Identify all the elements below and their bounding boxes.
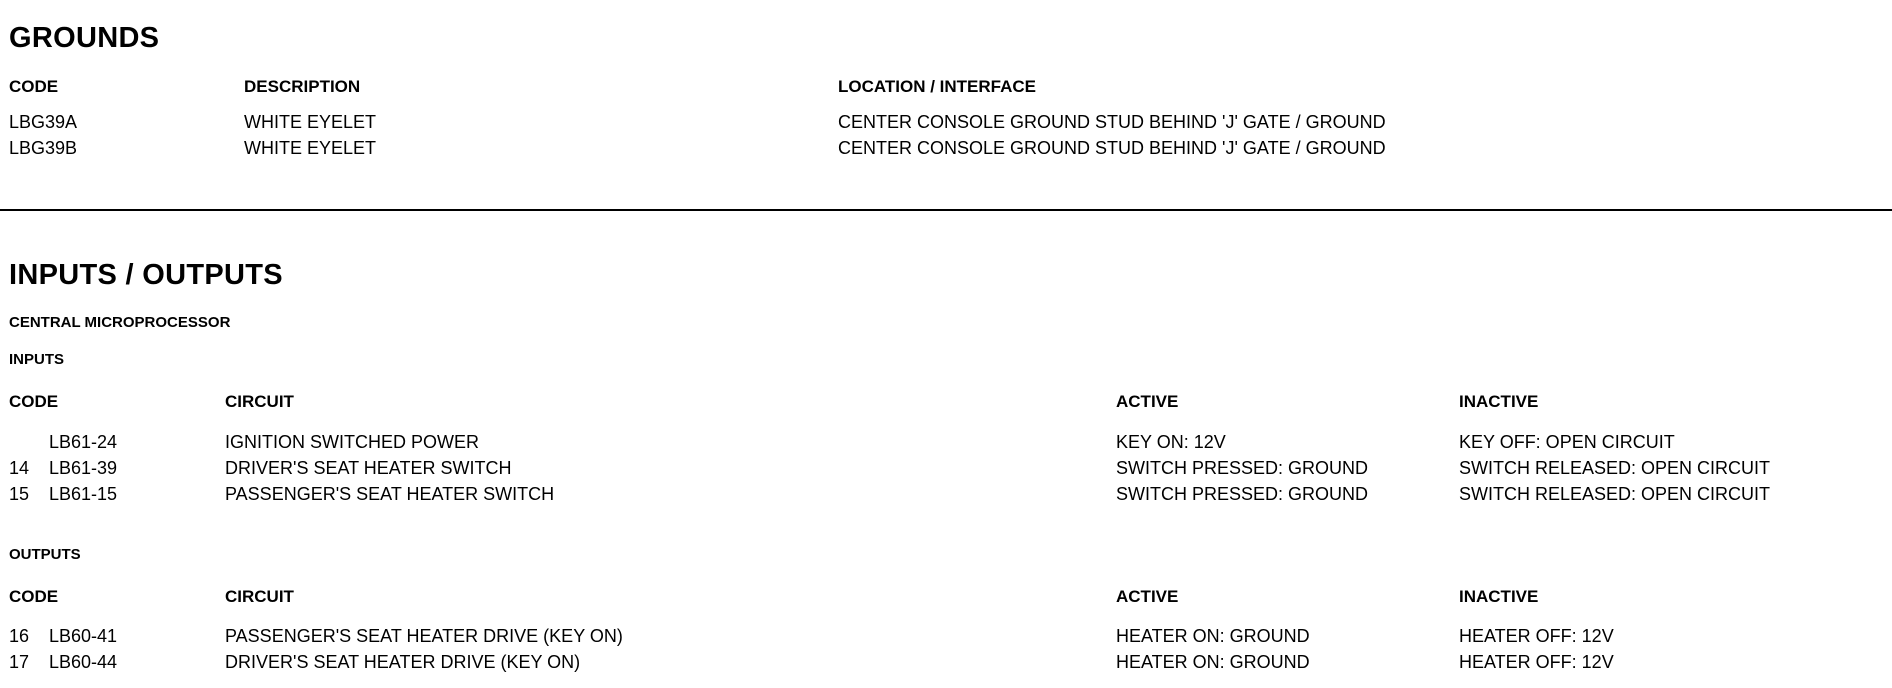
pin-number: 15 — [9, 484, 30, 504]
inputs-header-active: ACTIVE — [1116, 392, 1179, 411]
outputs-header-inactive: INACTIVE — [1459, 587, 1539, 606]
input-circuit: DRIVER'S SEAT HEATER SWITCH — [225, 458, 512, 478]
output-active: HEATER ON: GROUND — [1116, 652, 1310, 672]
section-divider — [0, 209, 1892, 211]
ground-code: LBG39B — [9, 138, 78, 158]
output-inactive: HEATER OFF: 12V — [1459, 652, 1614, 672]
pin-number: 16 — [9, 626, 30, 646]
io-title: INPUTS / OUTPUTS — [9, 259, 283, 291]
outputs-header-circuit: CIRCUIT — [225, 587, 294, 606]
output-active: HEATER ON: GROUND — [1116, 626, 1310, 646]
input-inactive: KEY OFF: OPEN CIRCUIT — [1459, 432, 1675, 452]
inputs-header-circuit: CIRCUIT — [225, 392, 294, 411]
pin-number: 17 — [9, 652, 30, 672]
inputs-header-inactive: INACTIVE — [1459, 392, 1539, 411]
grounds-title: GROUNDS — [9, 22, 160, 54]
input-inactive: SWITCH RELEASED: OPEN CIRCUIT — [1459, 484, 1771, 504]
ground-description: WHITE EYELET — [244, 138, 377, 158]
outputs-header-code: CODE — [9, 587, 59, 606]
ground-code: LBG39A — [9, 112, 78, 132]
outputs-label: OUTPUTS — [9, 546, 81, 563]
output-code: LB60-41 — [49, 626, 118, 646]
ground-location: CENTER CONSOLE GROUND STUD BEHIND 'J' GA… — [838, 112, 1386, 132]
output-code: LB60-44 — [49, 652, 118, 672]
input-code: LB61-39 — [49, 458, 118, 478]
input-active: KEY ON: 12V — [1116, 432, 1226, 452]
input-active: SWITCH PRESSED: GROUND — [1116, 484, 1369, 504]
input-code: LB61-15 — [49, 484, 118, 504]
io-subtitle: CENTRAL MICROPROCESSOR — [9, 314, 231, 331]
ground-location: CENTER CONSOLE GROUND STUD BEHIND 'J' GA… — [838, 138, 1386, 158]
outputs-header-active: ACTIVE — [1116, 587, 1179, 606]
input-circuit: IGNITION SWITCHED POWER — [225, 432, 479, 452]
input-code: LB61-24 — [49, 432, 118, 452]
output-circuit: DRIVER'S SEAT HEATER DRIVE (KEY ON) — [225, 652, 581, 672]
ground-description: WHITE EYELET — [244, 112, 377, 132]
input-active: SWITCH PRESSED: GROUND — [1116, 458, 1369, 478]
inputs-header-code: CODE — [9, 392, 59, 411]
input-inactive: SWITCH RELEASED: OPEN CIRCUIT — [1459, 458, 1771, 478]
input-circuit: PASSENGER'S SEAT HEATER SWITCH — [225, 484, 555, 504]
grounds-header-code: CODE — [9, 77, 59, 96]
inputs-label: INPUTS — [9, 351, 65, 368]
grounds-header-location: LOCATION / INTERFACE — [838, 77, 1037, 96]
pin-number: 14 — [9, 458, 30, 478]
output-inactive: HEATER OFF: 12V — [1459, 626, 1614, 646]
grounds-header-description: DESCRIPTION — [244, 77, 361, 96]
output-circuit: PASSENGER'S SEAT HEATER DRIVE (KEY ON) — [225, 626, 623, 646]
